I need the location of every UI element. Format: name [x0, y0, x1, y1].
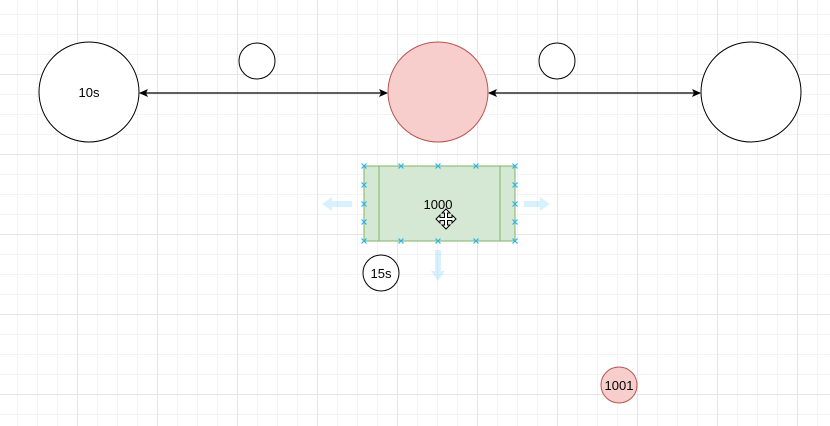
- arrow-hint-left-icon[interactable]: [322, 197, 352, 211]
- resize-handle-icon[interactable]: [473, 238, 479, 244]
- arrow-hint-right-icon[interactable]: [524, 197, 550, 211]
- resize-handle-icon[interactable]: [361, 163, 367, 169]
- small-circle-right-node[interactable]: [538, 42, 576, 80]
- left-circle-node[interactable]: 10s: [38, 41, 140, 143]
- small-red-circle-node[interactable]: 1001: [600, 366, 638, 404]
- resize-handle-icon[interactable]: [435, 163, 441, 169]
- resize-handle-icon[interactable]: [361, 201, 367, 207]
- small-red-circle-label: 1001: [605, 378, 634, 393]
- timer-circle-label: 15s: [371, 266, 392, 281]
- resize-handle-icon[interactable]: [473, 163, 479, 169]
- small-circle-left-node[interactable]: [238, 42, 276, 80]
- right-circle-node[interactable]: [700, 41, 802, 143]
- resize-handle-icon[interactable]: [398, 238, 404, 244]
- resize-handle-icon[interactable]: [361, 182, 367, 188]
- resize-handle-icon[interactable]: [512, 201, 518, 207]
- center-circle-node[interactable]: [387, 41, 489, 143]
- timer-circle-node[interactable]: 15s: [362, 254, 400, 292]
- arrow-hint-down-icon[interactable]: [431, 250, 445, 281]
- resize-handle-icon[interactable]: [512, 182, 518, 188]
- move-cursor-icon: [435, 208, 457, 230]
- selection-handles[interactable]: [361, 163, 518, 244]
- resize-handle-icon[interactable]: [361, 219, 367, 225]
- resize-handle-icon[interactable]: [512, 219, 518, 225]
- resize-handle-icon[interactable]: [435, 238, 441, 244]
- resize-handle-icon[interactable]: [361, 238, 367, 244]
- resize-handle-icon[interactable]: [512, 163, 518, 169]
- resize-handle-icon[interactable]: [398, 163, 404, 169]
- process-box-node[interactable]: 1000: [363, 165, 516, 242]
- process-box-label: 1000: [424, 197, 453, 212]
- left-circle-label: 10s: [79, 85, 100, 100]
- resize-handle-icon[interactable]: [512, 238, 518, 244]
